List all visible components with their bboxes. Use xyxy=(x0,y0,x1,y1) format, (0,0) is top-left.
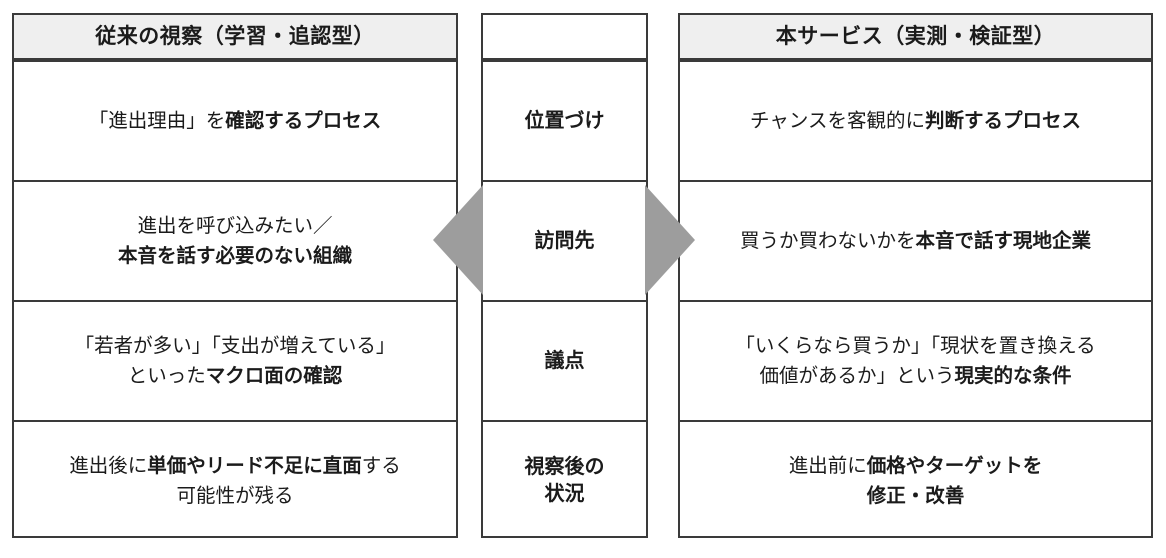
left-cell-post-visit-status: 進出後に単価やリード不足に直面する 可能性が残る xyxy=(69,451,401,511)
left-header-label: 従来の視察（学習・追認型） xyxy=(95,24,375,48)
left-cell-positioning: 「進出理由」を確認するプロセス xyxy=(89,106,382,136)
left-cell-visit-target: 進出を呼び込みたい／ 本音を話す必要のない組織 xyxy=(118,211,352,271)
axis-row-visit-target: 訪問先 xyxy=(483,180,646,300)
left-row-positioning: 「進出理由」を確認するプロセス xyxy=(14,60,456,180)
right-cell-3-text-c: 現実的な条件 xyxy=(954,365,1072,387)
axis-label-table: 位置づけ 訪問先 議点 視察後の 状況 xyxy=(481,13,648,538)
axis-table-header-blank xyxy=(483,15,646,60)
axis-label-post-visit-status: 視察後の 状況 xyxy=(525,454,605,508)
left-cell-3-text-b: といった xyxy=(127,365,206,387)
left-cell-2-text-b: 本音を話す必要のない組織 xyxy=(117,245,352,267)
axis-label-visit-target: 訪問先 xyxy=(534,229,595,252)
right-row-post-visit-status: 進出前に価格やターゲットを 修正・改善 xyxy=(680,420,1151,540)
left-comparison-table: 従来の視察（学習・追認型） 「進出理由」を確認するプロセス 進出を呼び込みたい／… xyxy=(12,13,458,538)
right-row-positioning: チャンスを客観的に判断するプロセス xyxy=(680,60,1151,180)
left-row-discussion-points: 「若者が多い」「支出が増えている」 といったマクロ面の確認 xyxy=(14,300,456,420)
right-row-discussion-points: 「いくらなら買うか」「現状を置き換える 価値があるか」という現実的な条件 xyxy=(680,300,1151,420)
right-cell-2-text-a: 買うか買わないかを xyxy=(739,229,916,252)
right-cell-1-text-a: チャンスを客観的に xyxy=(750,109,925,132)
right-cell-positioning: チャンスを客観的に判断するプロセス xyxy=(750,106,1081,136)
arrow-left-icon xyxy=(433,185,483,295)
axis-label-post-visit-status-line2: 状況 xyxy=(544,483,585,505)
right-cell-2-text-b: 本音で話す現地企業 xyxy=(915,229,1092,252)
right-cell-4-text-c: 修正・改善 xyxy=(866,485,965,507)
left-cell-2-text-a: 進出を呼び込みたい／ xyxy=(137,214,333,237)
right-cell-4-text-b: 価格やターゲットを xyxy=(866,454,1043,477)
axis-label-post-visit-status-line1: 視察後の xyxy=(524,456,605,478)
right-cell-post-visit-status: 進出前に価格やターゲットを 修正・改善 xyxy=(789,451,1043,511)
right-cell-visit-target: 買うか買わないかを本音で話す現地企業 xyxy=(740,226,1091,256)
right-comparison-table: 本サービス（実測・検証型） チャンスを客観的に判断するプロセス 買うか買わないか… xyxy=(678,13,1153,538)
left-row-visit-target: 進出を呼び込みたい／ 本音を話す必要のない組織 xyxy=(14,180,456,300)
left-cell-4-text-a: 進出後に xyxy=(69,454,148,477)
right-cell-4-text-a: 進出前に xyxy=(788,454,867,477)
left-table-header: 従来の視察（学習・追認型） xyxy=(14,15,456,60)
left-cell-1-text-a: 「進出理由」を xyxy=(88,109,226,132)
right-table-header: 本サービス（実測・検証型） xyxy=(680,15,1151,60)
left-row-post-visit-status: 進出後に単価やリード不足に直面する 可能性が残る xyxy=(14,420,456,540)
left-cell-1-text-b: 確認するプロセス xyxy=(225,109,382,132)
left-cell-discussion-points: 「若者が多い」「支出が増えている」 といったマクロ面の確認 xyxy=(75,331,396,391)
right-cell-3-text-a: 「いくらなら買うか」「現状を置き換える xyxy=(735,334,1096,357)
right-row-visit-target: 買うか買わないかを本音で話す現地企業 xyxy=(680,180,1151,300)
right-header-label: 本サービス（実測・検証型） xyxy=(775,24,1056,48)
arrow-right-icon xyxy=(645,185,695,295)
left-cell-3-text-c: マクロ面の確認 xyxy=(205,365,343,387)
left-cell-4-text-d: 可能性が残る xyxy=(176,485,294,507)
right-cell-1-text-b: 判断するプロセス xyxy=(924,109,1081,132)
axis-row-discussion-points: 議点 xyxy=(483,300,646,420)
axis-label-discussion-points: 議点 xyxy=(544,349,585,372)
axis-row-post-visit-status: 視察後の 状況 xyxy=(483,420,646,540)
axis-row-positioning: 位置づけ xyxy=(483,60,646,180)
left-cell-3-text-a: 「若者が多い」「支出が増えている」 xyxy=(74,334,396,357)
left-cell-4-text-c: する xyxy=(361,454,401,477)
right-cell-discussion-points: 「いくらなら買うか」「現状を置き換える 価値があるか」という現実的な条件 xyxy=(735,331,1095,391)
left-cell-4-text-b: 単価やリード不足に直面 xyxy=(147,454,362,477)
right-cell-3-text-b: 価値があるか」という xyxy=(759,365,955,387)
axis-label-positioning: 位置づけ xyxy=(524,109,605,132)
